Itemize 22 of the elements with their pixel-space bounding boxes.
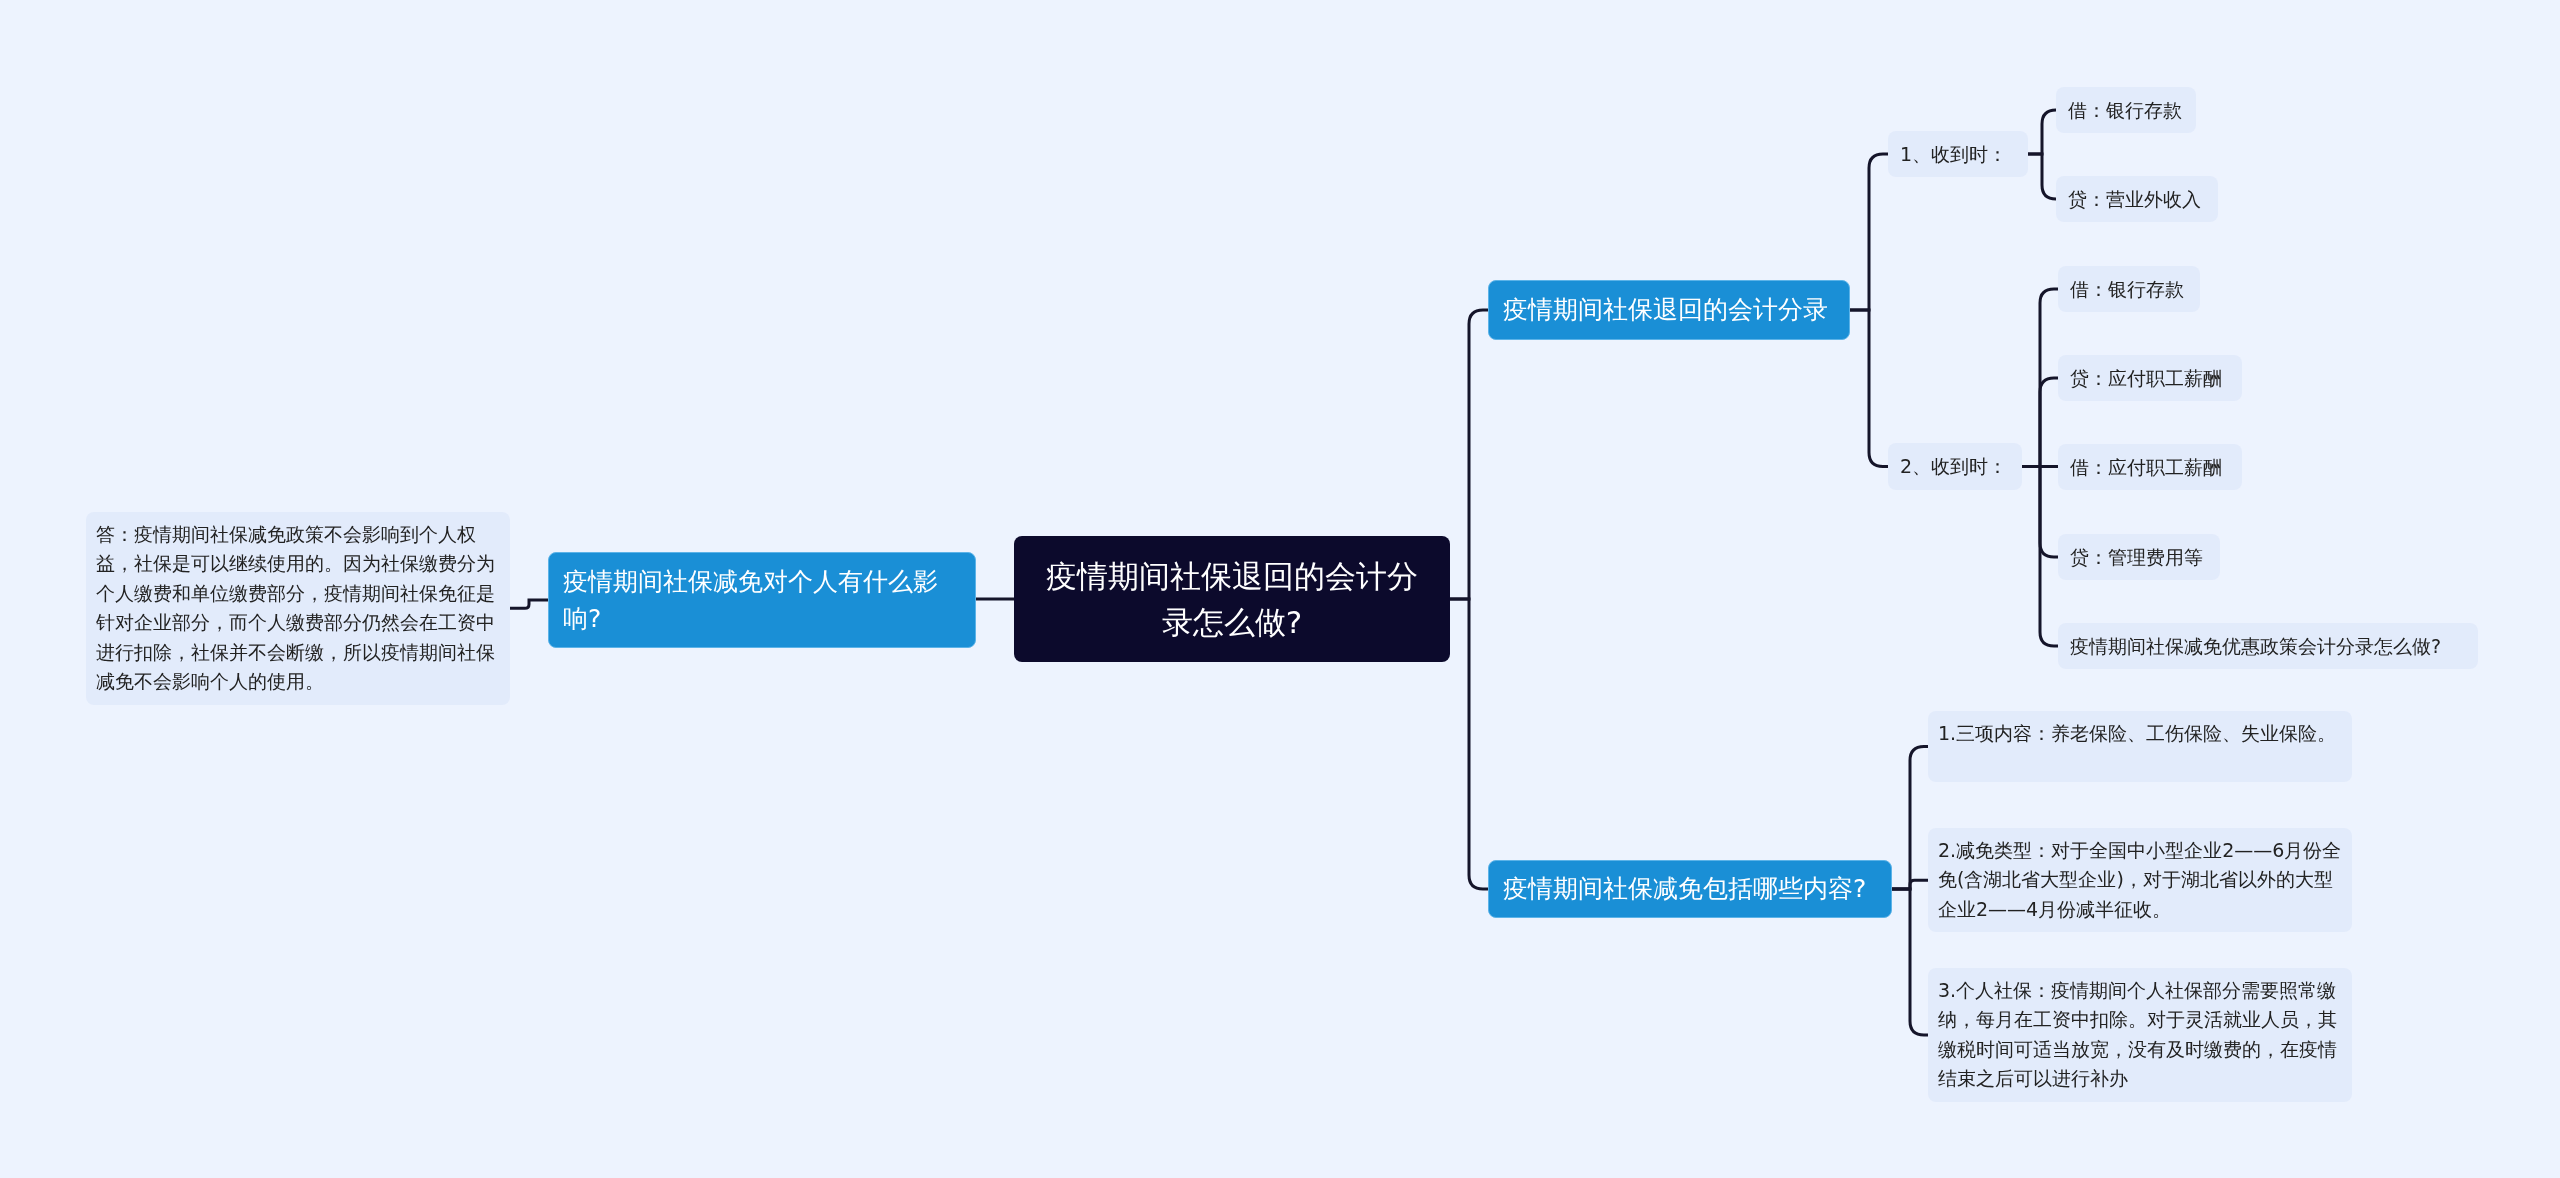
subtopic-box: 1、收到时： [1888, 131, 2028, 177]
connector-line [1850, 308, 1888, 468]
leaf-box: 借：银行存款 [2056, 87, 2196, 133]
note-box: 答：疫情期间社保减免政策不会影响到个人权益，社保是可以继续使用的。因为社保缴费分为个人缴费和单位缴费部分，疫情期间社保免征是针对企业部分，而个人缴费部分仍然会在工资中进行扣除，社保并不会断缴，所以疫情期间社保减免不会影响个人的使用。 [86, 512, 510, 705]
leaf-box: 贷：营业外收入 [2056, 176, 2218, 222]
leaf-box: 借：银行存款 [2058, 266, 2200, 312]
leaf-box: 借：应付职工薪酬 [2058, 444, 2242, 490]
connector-line [1450, 597, 1488, 891]
note-box: 3.个人社保：疫情期间个人社保部分需要照常缴纳，每月在工资中扣除。对于灵活就业人员，其缴税时间可适当放宽，没有及时缴费的，在疫情结束之后可以进行补办 [1928, 968, 2352, 1102]
branch-box: 疫情期间社保退回的会计分录 [1488, 280, 1850, 340]
branch-box: 疫情期间社保减免对个人有什么影响? [548, 552, 976, 648]
branch-box: 疫情期间社保减免包括哪些内容? [1488, 860, 1892, 918]
leaf-box: 疫情期间社保减免优惠政策会计分录怎么做? [2058, 623, 2478, 669]
connector-line [510, 598, 548, 610]
subtopic-box: 2、收到时： [1888, 443, 2022, 490]
topic-box: 疫情期间社保退回的会计分录怎么做? [1014, 536, 1450, 662]
leaf-box: 贷：管理费用等 [2058, 534, 2220, 580]
leaf-box: 贷：应付职工薪酬 [2058, 355, 2242, 401]
note-box: 1.三项内容：养老保险、工伤保险、失业保险。 [1928, 711, 2352, 782]
connector-line [2028, 152, 2058, 201]
note-box: 2.减免类型：对于全国中小型企业2——6月份全免(含湖北省大型企业)，对于湖北省以外的大型企业2——4月份减半征收。 [1928, 828, 2352, 933]
connector-line [976, 597, 1014, 601]
